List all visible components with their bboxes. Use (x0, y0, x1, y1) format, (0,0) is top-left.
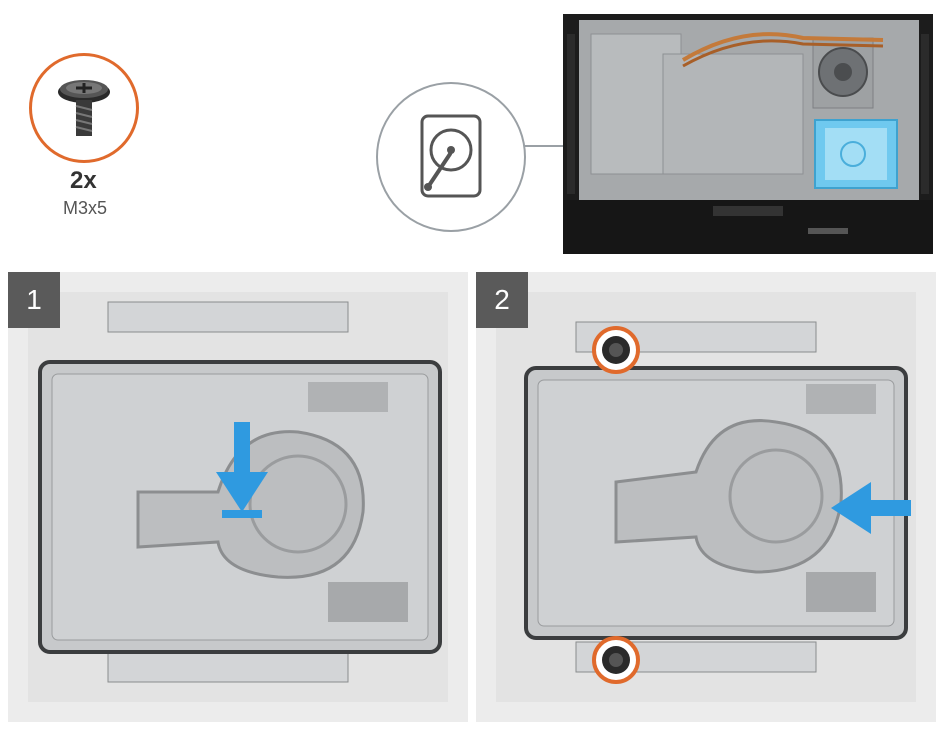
arrow-left-icon (861, 500, 911, 516)
screw-callout-circle (29, 53, 139, 163)
step-2-illustration (476, 272, 936, 722)
step-2-badge: 2 (476, 272, 528, 328)
hard-drive-icon (420, 114, 482, 198)
step-1-illustration (8, 272, 468, 722)
chassis-overview-image (563, 14, 933, 254)
step-1-badge: 1 (8, 272, 60, 328)
hard-drive-callout (376, 82, 526, 232)
arrow-down-icon (234, 422, 250, 482)
screw-size: M3x5 (63, 198, 108, 218)
screw-quantity: 2x (70, 167, 97, 194)
screw-icon (58, 80, 110, 136)
